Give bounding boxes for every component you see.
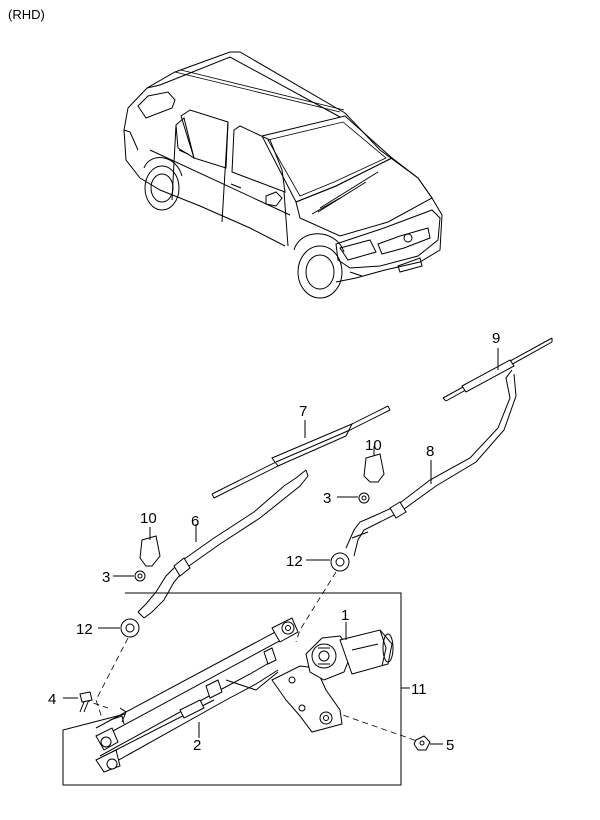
wiper-blade-left: [211, 405, 391, 499]
callout-12-left: 12: [76, 621, 93, 638]
alignment-line-left: [95, 637, 129, 719]
wiper-motor-icon: [271, 629, 394, 733]
bolt-4-icon: [79, 691, 93, 713]
wiper-linkage-icon: [95, 617, 299, 773]
callout-5: 5: [446, 737, 454, 754]
callout-6: 6: [191, 513, 199, 530]
callout-3-right: 3: [323, 490, 331, 507]
callout-10-left: 10: [140, 510, 157, 527]
cap-left-icon: [139, 535, 161, 567]
vehicle-illustration: [123, 51, 443, 299]
wiper-arm-left: [137, 469, 309, 619]
wiper-arm-right: [345, 369, 517, 557]
alignment-line-bolt-4: [83, 699, 109, 709]
callout-9: 9: [492, 330, 500, 347]
callout-3-left: 3: [102, 569, 110, 586]
callout-2: 2: [193, 737, 201, 754]
callout-4: 4: [48, 691, 56, 708]
callout-12-right: 12: [286, 553, 303, 570]
variant-label: (RHD): [8, 7, 45, 22]
alignment-line-bolt-5: [333, 711, 421, 743]
alignment-line-right: [295, 571, 337, 643]
callout-11: 11: [411, 681, 427, 698]
leader-lines: [63, 348, 499, 745]
pivot-cap-right-icon: [330, 552, 350, 572]
callout-10-right: 10: [365, 437, 382, 454]
pivot-cap-left-icon: [120, 618, 140, 638]
nut-left-icon: [134, 570, 146, 582]
nut-right-icon: [358, 492, 370, 504]
nut-5-icon: [413, 735, 431, 751]
callout-1: 1: [341, 607, 349, 624]
callout-8: 8: [426, 443, 434, 460]
linkage-assembly-frame: [62, 592, 410, 786]
callout-7: 7: [299, 403, 307, 420]
cap-right-icon: [363, 453, 385, 483]
